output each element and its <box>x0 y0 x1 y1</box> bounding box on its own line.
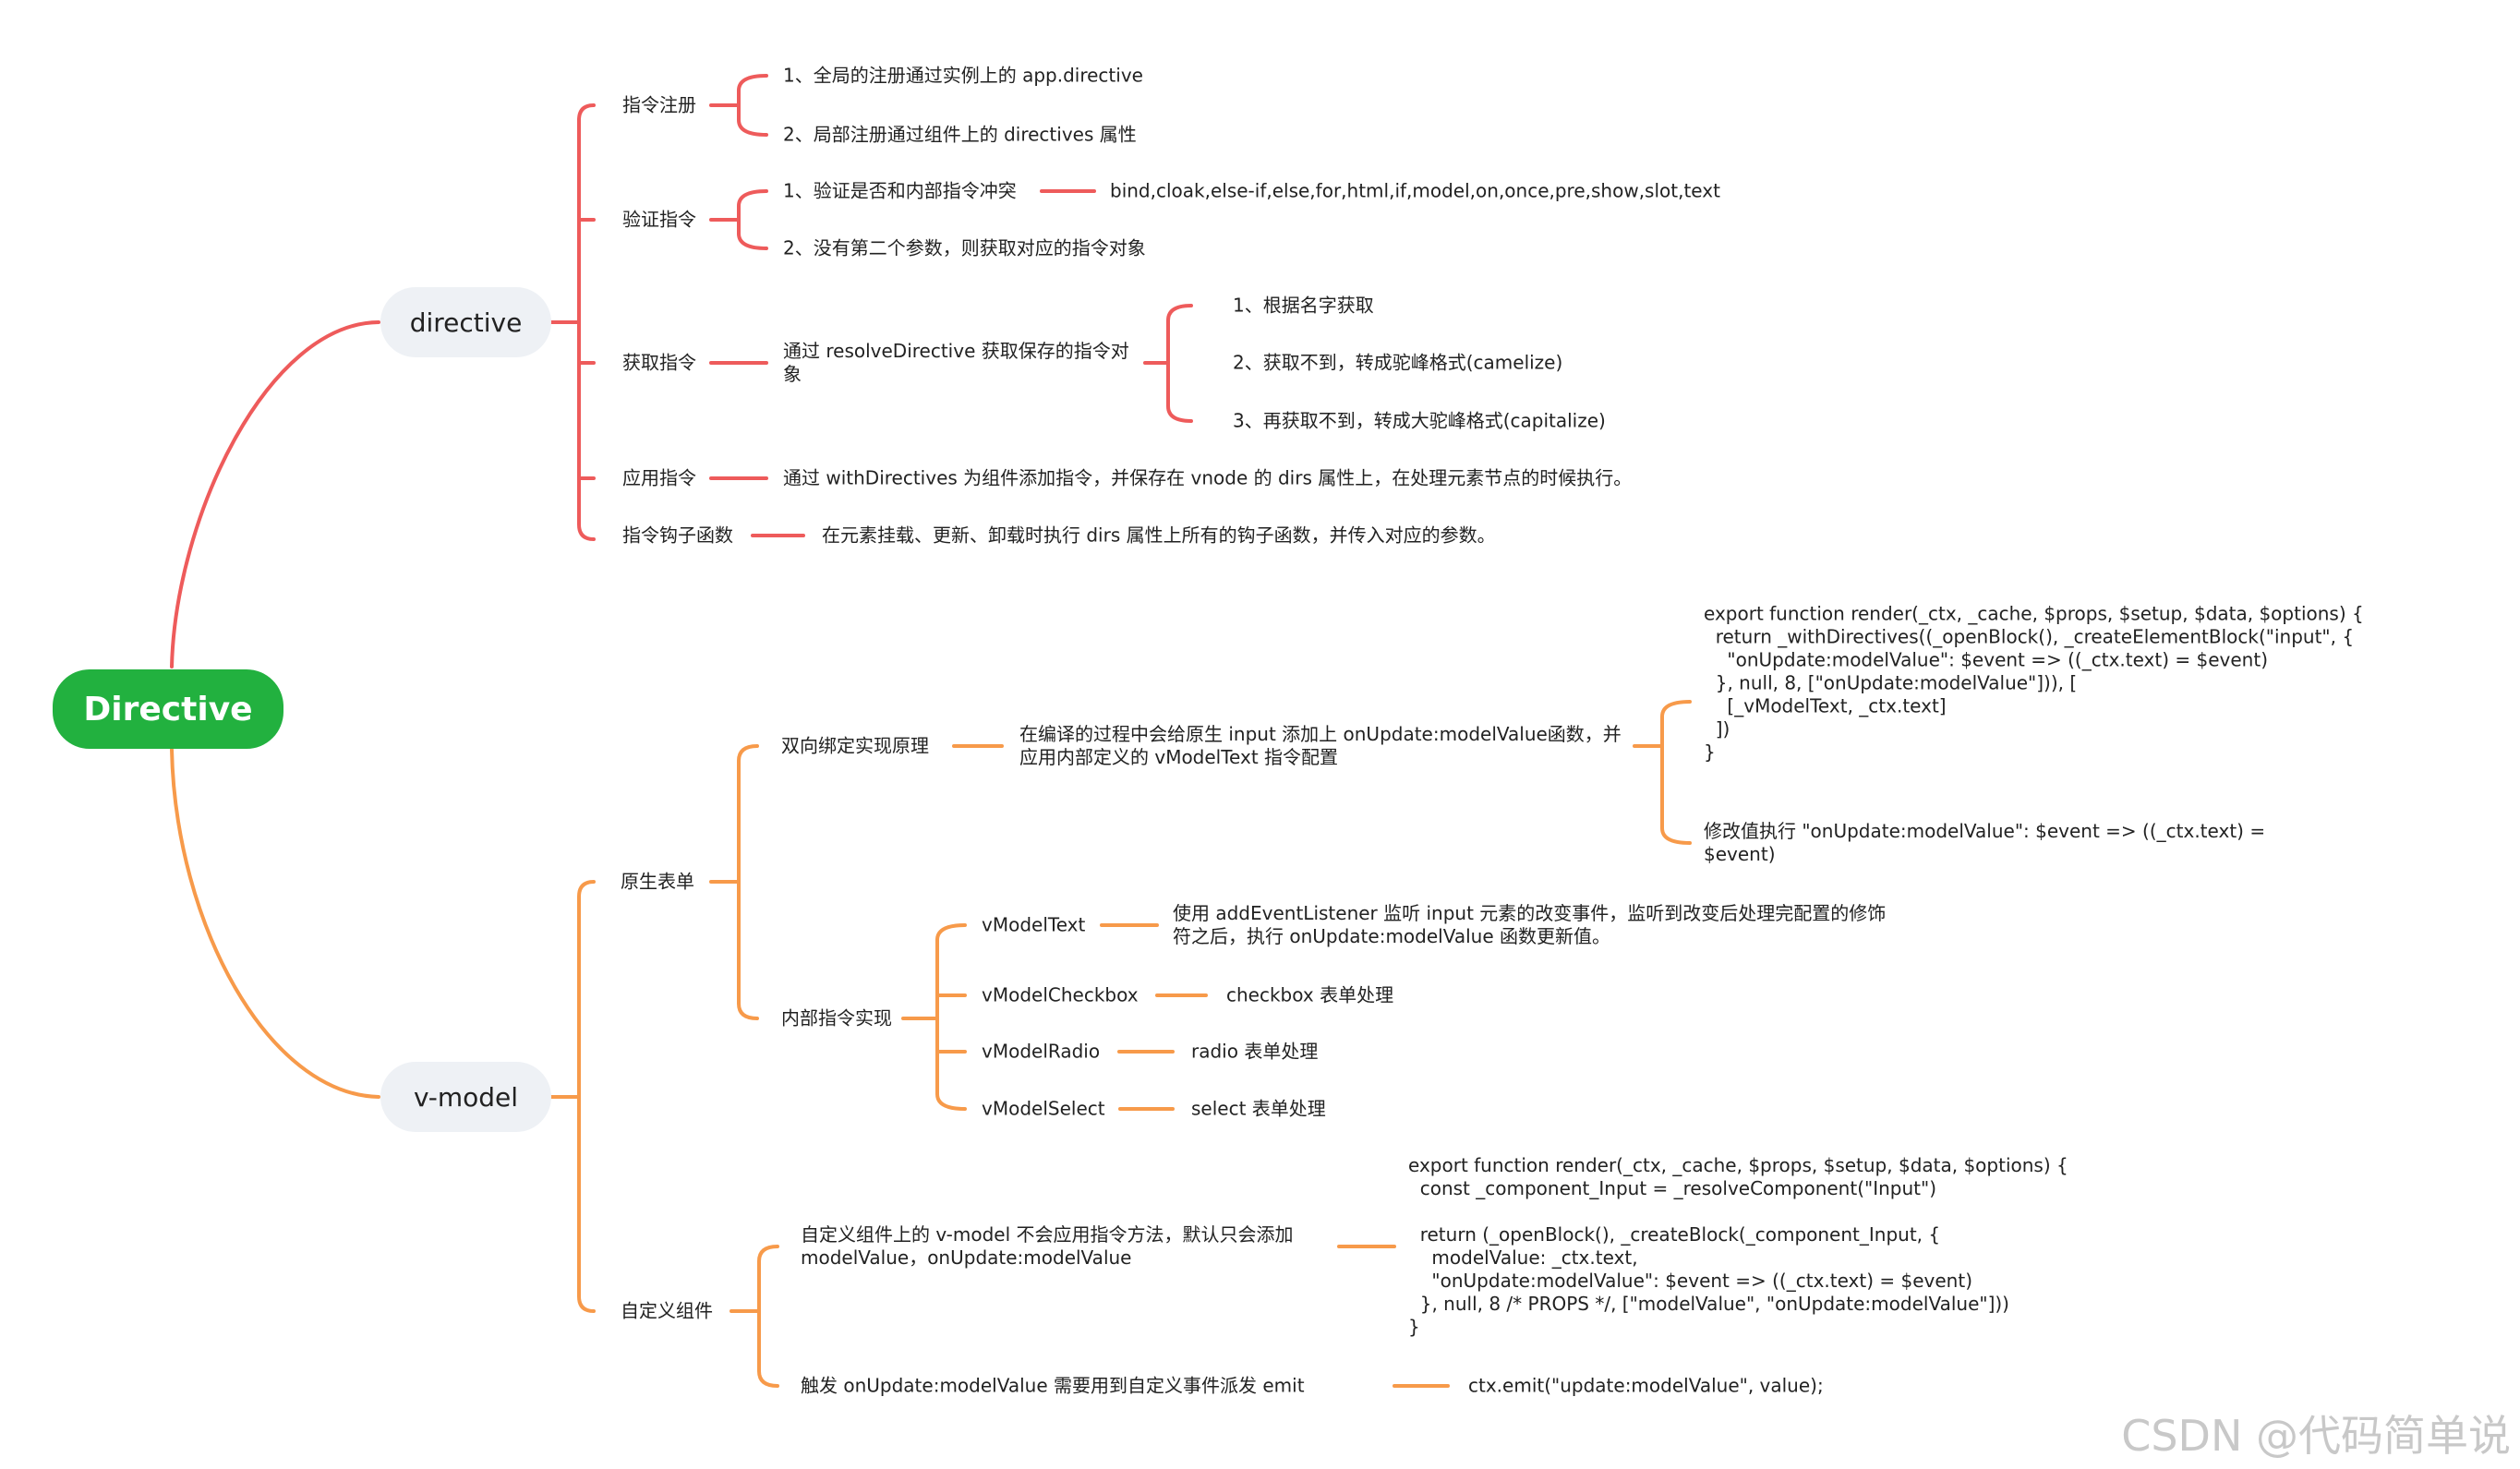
resolve-desc[interactable]: 通过 resolveDirective 获取保存的指令对象 <box>783 340 1129 385</box>
custom-render-code[interactable]: export function render(_ctx, _cache, $pr… <box>1408 1154 2068 1338</box>
two-way-binding-desc[interactable]: 在编译的过程中会给原生 input 添加上 onUpdate:modelValu… <box>1019 723 1622 768</box>
register-global[interactable]: 1、全局的注册通过实例上的 app.directive <box>783 64 1143 87</box>
node-validate[interactable]: 验证指令 <box>622 208 696 231</box>
native-render-code[interactable]: export function render(_ctx, _cache, $pr… <box>1704 602 2364 764</box>
hooks-desc[interactable]: 在元素挂载、更新、卸载时执行 dirs 属性上所有的钩子函数，并传入对应的参数。 <box>822 524 1496 547</box>
node-custom-component[interactable]: 自定义组件 <box>621 1299 713 1322</box>
item-vmodelselect[interactable]: vModelSelect <box>982 1097 1105 1120</box>
vmodeltext-desc[interactable]: 使用 addEventListener 监听 input 元素的改变事件，监听到… <box>1173 902 1887 947</box>
node-native-form[interactable]: 原生表单 <box>621 870 694 893</box>
item-vmodelcheckbox[interactable]: vModelCheckbox <box>982 983 1139 1006</box>
watermark: CSDN @代码简单说 <box>2121 1411 2511 1461</box>
validate-no-arg[interactable]: 2、没有第二个参数，则获取对应的指令对象 <box>783 236 1146 259</box>
vmodelselect-desc[interactable]: select 表单处理 <box>1191 1097 1326 1120</box>
node-resolve[interactable]: 获取指令 <box>622 351 696 374</box>
custom-emit-desc[interactable]: 触发 onUpdate:modelValue 需要用到自定义事件派发 emit <box>801 1374 1305 1397</box>
custom-emit-code[interactable]: ctx.emit("update:modelValue", value); <box>1468 1374 1824 1397</box>
node-directive-label: directive <box>409 307 523 338</box>
item-vmodelradio[interactable]: vModelRadio <box>982 1040 1101 1063</box>
resolve-step-capitalize[interactable]: 3、再获取不到，转成大驼峰格式(capitalize) <box>1233 409 1606 432</box>
node-v-model-label: v-model <box>413 1081 519 1113</box>
register-local[interactable]: 2、局部注册通过组件上的 directives 属性 <box>783 123 1137 146</box>
node-register[interactable]: 指令注册 <box>622 93 696 116</box>
item-vmodeltext[interactable]: vModelText <box>982 913 1086 936</box>
node-hooks[interactable]: 指令钩子函数 <box>622 524 733 547</box>
node-apply[interactable]: 应用指令 <box>622 466 696 489</box>
validate-builtins[interactable]: bind,cloak,else-if,else,for,html,if,mode… <box>1110 179 1720 202</box>
apply-desc[interactable]: 通过 withDirectives 为组件添加指令，并保存在 vnode 的 d… <box>783 466 1633 489</box>
resolve-step-name[interactable]: 1、根据名字获取 <box>1233 294 1374 317</box>
root-to-directive-connector <box>170 320 380 668</box>
vmodelcheckbox-desc[interactable]: checkbox 表单处理 <box>1226 983 1394 1006</box>
node-v-model[interactable]: v-model <box>380 1062 551 1132</box>
root-label: Directive <box>83 690 253 728</box>
update-value-note[interactable]: 修改值执行 "onUpdate:modelValue": $event => (… <box>1704 820 2266 865</box>
node-internal-directives[interactable]: 内部指令实现 <box>781 1006 892 1030</box>
vmodelradio-desc[interactable]: radio 表单处理 <box>1191 1040 1319 1063</box>
node-directive[interactable]: directive <box>380 287 551 357</box>
validate-conflict[interactable]: 1、验证是否和内部指令冲突 <box>783 179 1017 202</box>
root-node[interactable]: Directive <box>53 669 283 749</box>
root-to-vmodel-connector <box>170 748 380 1099</box>
resolve-step-camelize[interactable]: 2、获取不到，转成驼峰格式(camelize) <box>1233 351 1563 374</box>
custom-component-desc[interactable]: 自定义组件上的 v-model 不会应用指令方法，默认只会添加 modelVal… <box>801 1223 1294 1269</box>
node-two-way-binding[interactable]: 双向绑定实现原理 <box>781 734 929 757</box>
